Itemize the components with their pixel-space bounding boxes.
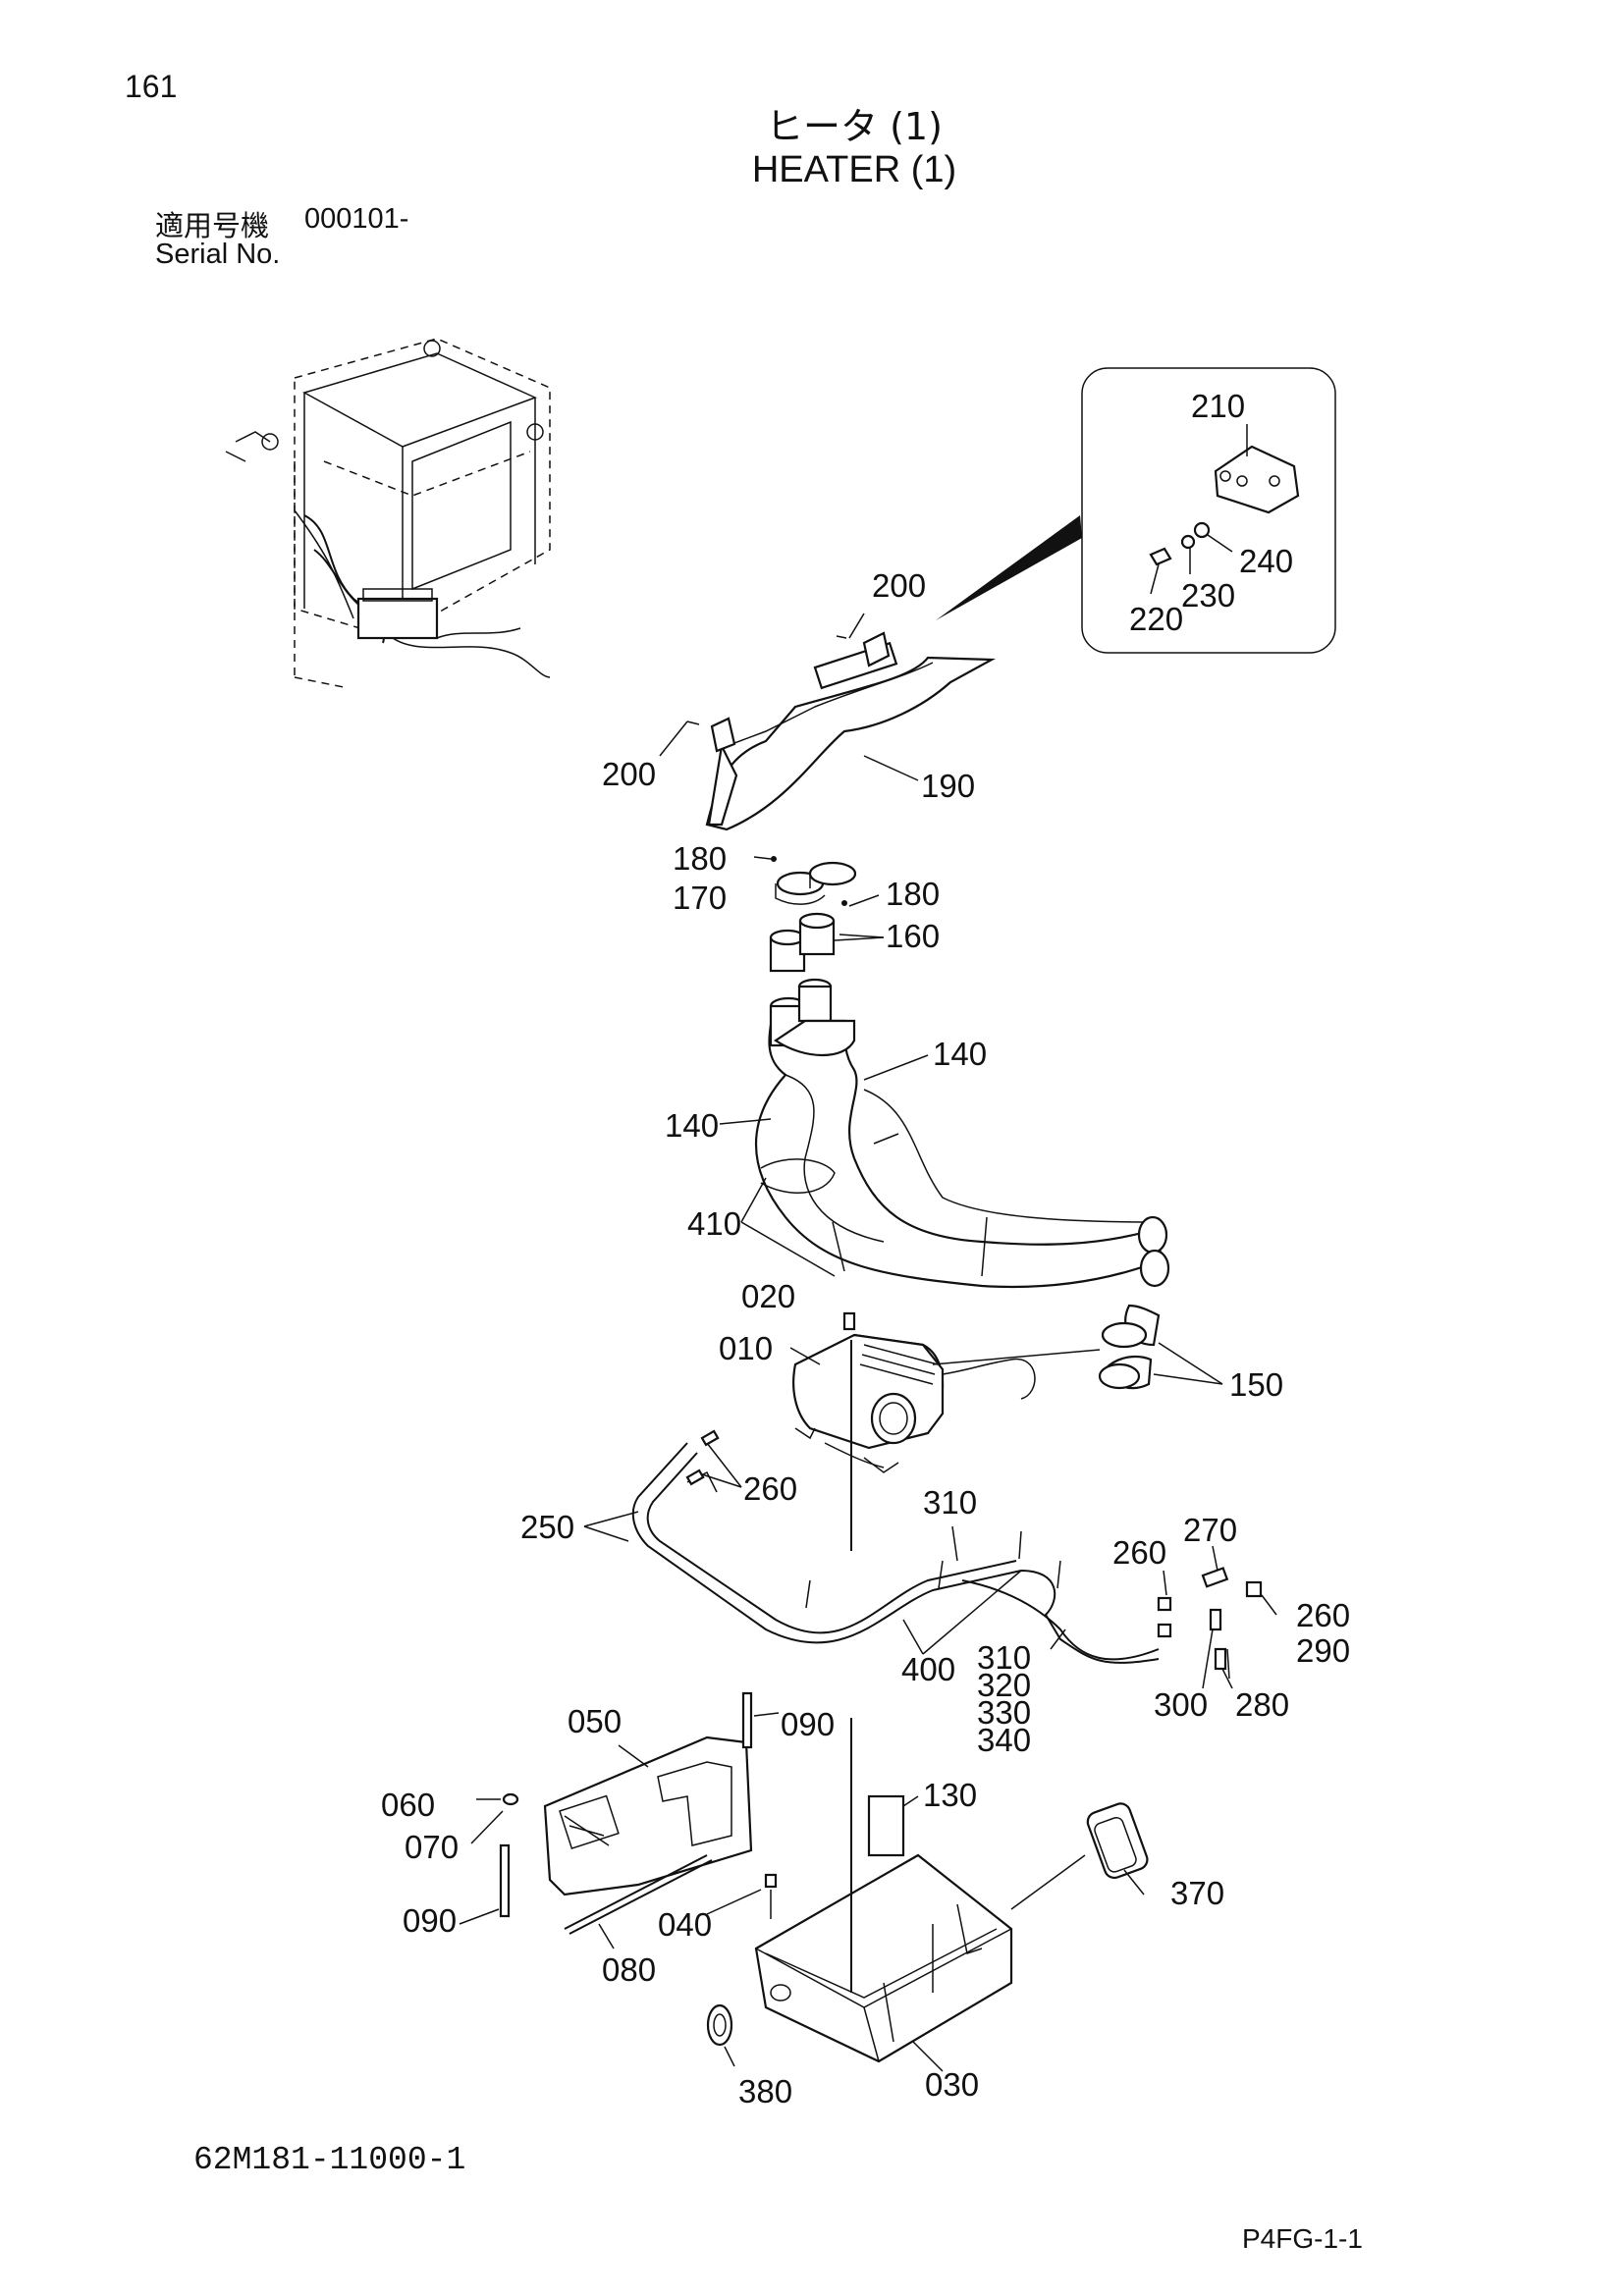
callout-300: 300 — [1154, 1686, 1208, 1723]
callout-260: 260 — [1296, 1597, 1350, 1633]
callout-260: 260 — [1112, 1534, 1166, 1571]
callout-370: 370 — [1170, 1875, 1224, 1911]
callout-140: 140 — [933, 1036, 987, 1072]
duct-clamp-and-joints — [769, 856, 857, 973]
callout-020: 020 — [741, 1278, 795, 1314]
callout-320: 320 — [977, 1667, 1031, 1703]
callout-310: 310 — [923, 1484, 977, 1521]
heater-hose-250 — [631, 1429, 1160, 1664]
callout-400: 400 — [901, 1651, 955, 1687]
callout-200: 200 — [872, 567, 926, 604]
callout-290: 290 — [1296, 1632, 1350, 1669]
callout-140: 140 — [665, 1107, 719, 1144]
callout-030: 030 — [925, 2066, 979, 2103]
callout-050: 050 — [568, 1703, 622, 1739]
page-number: 161 — [125, 69, 178, 104]
page-code: P4FG-1-1 — [1242, 2223, 1363, 2254]
serial-label: Serial No. — [155, 239, 281, 270]
callout-380: 380 — [738, 2073, 792, 2109]
cab-overview-illustration — [225, 338, 551, 688]
callout-280: 280 — [1235, 1686, 1289, 1723]
callout-080: 080 — [602, 1951, 656, 1988]
callout-330: 330 — [977, 1694, 1031, 1731]
heater-cover-050 — [499, 1691, 753, 1935]
bracket-detail-inset — [936, 367, 1336, 654]
part-callouts: 210 240 230 220 200 200 190 180 170 180 … — [381, 388, 1350, 2109]
serial-label-japanese: 適用号機 — [155, 209, 270, 242]
callout-090: 090 — [403, 1902, 457, 1939]
drawing-number: 62M181-11000-1 — [193, 2142, 466, 2178]
serial-number-value: 000101- — [304, 203, 409, 235]
callout-210: 210 — [1191, 388, 1245, 424]
callout-270: 270 — [1183, 1512, 1237, 1548]
callout-230: 230 — [1181, 577, 1235, 614]
callout-090: 090 — [781, 1706, 835, 1742]
callout-180: 180 — [886, 876, 940, 912]
callout-160: 160 — [886, 918, 940, 954]
hose-fittings — [1157, 1567, 1263, 1680]
duct-elbow-150 — [1098, 1304, 1161, 1390]
callout-190: 190 — [921, 768, 975, 804]
callout-410: 410 — [687, 1205, 741, 1242]
heater-unit-010 — [792, 1311, 1036, 1473]
callout-060: 060 — [381, 1787, 435, 1823]
page-title-japanese: ヒータ (1) — [766, 105, 943, 148]
page-title: HEATER (1) — [751, 149, 957, 190]
callout-260: 260 — [743, 1470, 797, 1507]
callout-130: 130 — [923, 1777, 977, 1813]
duct-hose-140 — [754, 978, 1170, 1289]
callout-180: 180 — [673, 840, 727, 877]
callout-040: 040 — [658, 1906, 712, 1943]
callout-250: 250 — [520, 1509, 574, 1545]
callout-150: 150 — [1229, 1366, 1283, 1403]
callout-010: 010 — [719, 1330, 773, 1366]
duct-190 — [686, 631, 997, 831]
callout-310: 310 — [977, 1639, 1031, 1676]
callout-170: 170 — [673, 880, 727, 916]
callout-200: 200 — [602, 756, 656, 792]
heater-box-030 — [706, 1794, 1149, 2063]
callout-340: 340 — [977, 1722, 1031, 1758]
callout-240: 240 — [1239, 543, 1293, 579]
callout-070: 070 — [405, 1829, 459, 1865]
callout-220: 220 — [1129, 601, 1183, 637]
